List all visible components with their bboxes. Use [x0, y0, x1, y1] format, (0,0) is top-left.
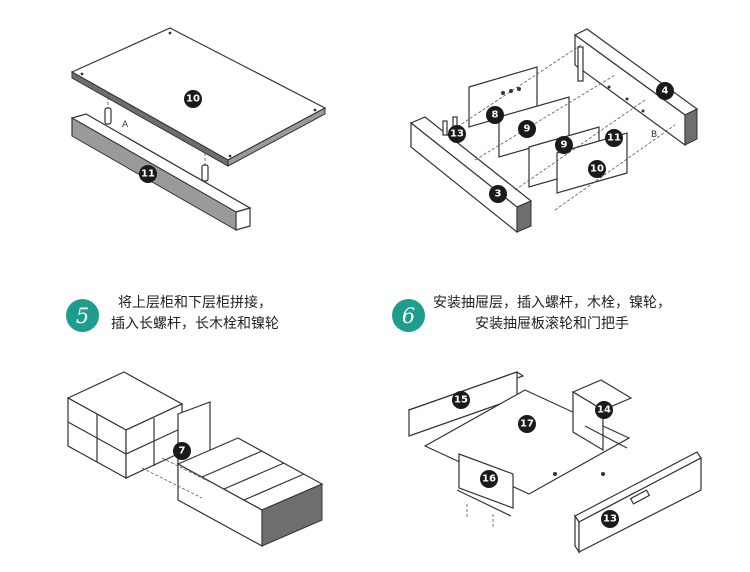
diagram-drawer-assembly: 15 14 17 16 13	[405, 368, 705, 558]
part-badge-11: 11	[605, 129, 623, 147]
letter-a: A	[122, 120, 129, 130]
svg-text:14: 14	[597, 405, 611, 416]
step-number-6: 6	[392, 299, 425, 332]
dowels	[104, 92, 209, 182]
part-badge-14: 14	[595, 401, 613, 419]
part-badge-10: 10	[184, 90, 202, 108]
step-6-line-2: 安装抽屉板滚轮和门把手	[475, 316, 629, 332]
svg-text:16: 16	[482, 474, 496, 485]
step-6-line-1: 安装抽屉层，插入螺杆，木栓，镍轮，	[433, 295, 671, 311]
svg-text:13: 13	[450, 129, 464, 140]
step-6-instruction: 6 安装抽屉层，插入螺杆，木栓，镍轮， 安装抽屉板滚轮和门把手	[392, 295, 671, 335]
part-badge-9b: 9	[555, 136, 573, 154]
part-badge-9a: 9	[518, 120, 536, 138]
svg-text:7: 7	[179, 446, 186, 457]
front-panel-3	[409, 116, 533, 234]
svg-text:10: 10	[186, 94, 200, 105]
back-panel-4	[573, 28, 699, 147]
drawer-runners-and-screws	[456, 425, 628, 528]
svg-text:3: 3	[495, 189, 502, 200]
svg-text:4: 4	[662, 86, 669, 97]
letter-b: B	[651, 130, 657, 140]
diagram-cabinet-joining: 7	[62, 368, 332, 558]
part-badge-13: 13	[601, 510, 619, 528]
svg-text:9: 9	[524, 124, 531, 135]
part-badge-3: 3	[489, 185, 507, 203]
step-number-5: 5	[66, 299, 99, 332]
svg-text:9: 9	[561, 140, 568, 151]
diagram-drawer-carcass-assembly: B 8 9 9 13 11 10 4 3	[405, 25, 705, 240]
part-badge-4: 4	[656, 82, 674, 100]
svg-text:8: 8	[492, 110, 499, 121]
step-5-instruction: 5 将上层柜和下层柜拼接， 插入长螺杆，长木栓和镍轮	[66, 295, 279, 335]
part-badge-7: 7	[173, 442, 191, 460]
svg-text:11: 11	[141, 169, 155, 180]
part-badge-13: 13	[448, 125, 466, 143]
svg-text:10: 10	[590, 164, 604, 175]
step-5-line-2: 插入长螺杆，长木栓和镍轮	[111, 316, 279, 332]
drawer-front-13	[574, 451, 702, 554]
part-badge-8: 8	[486, 106, 504, 124]
svg-text:13: 13	[603, 514, 617, 525]
svg-text:15: 15	[454, 395, 468, 406]
svg-text:11: 11	[607, 133, 621, 144]
step-5-line-1: 将上层柜和下层柜拼接，	[118, 295, 272, 311]
diagram-top-board-assembly: A 10 11	[60, 20, 340, 250]
part-badge-10: 10	[588, 160, 606, 178]
part-badge-17: 17	[518, 415, 536, 433]
drawer-side-14	[571, 379, 633, 452]
lower-drawer-carcass	[176, 437, 324, 548]
part-badge-15: 15	[452, 391, 470, 409]
svg-text:17: 17	[520, 419, 534, 430]
part-badge-16: 16	[480, 470, 498, 488]
part-badge-11: 11	[139, 165, 157, 183]
